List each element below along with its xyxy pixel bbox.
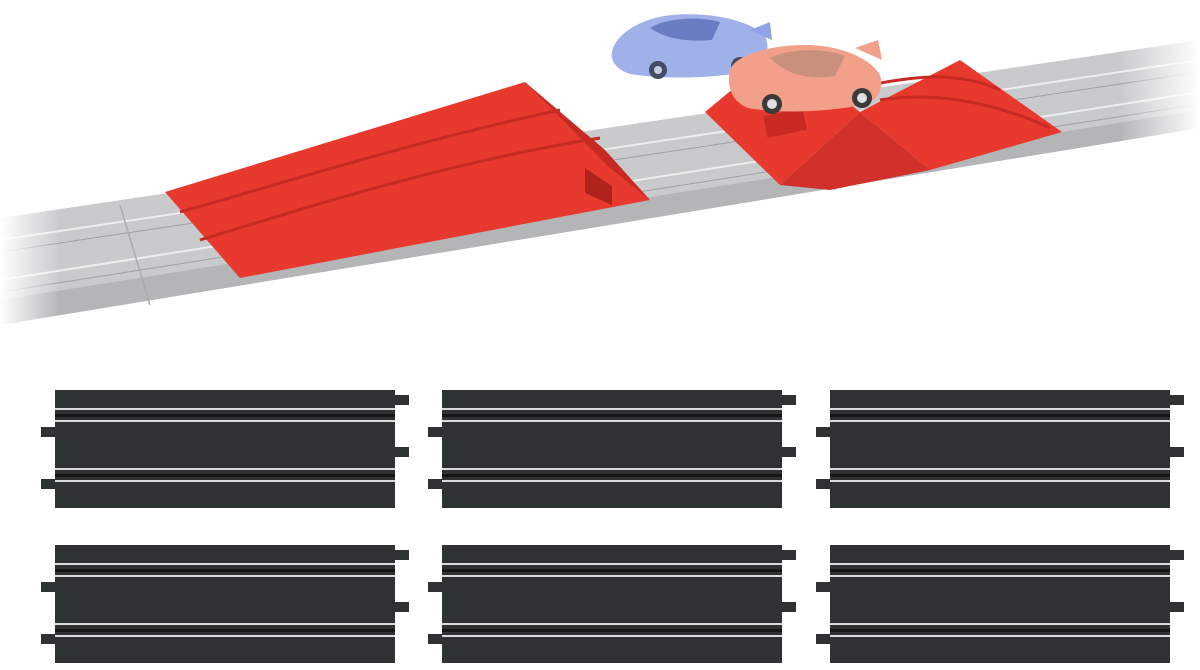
- track-pieces-grid: [0, 370, 1200, 663]
- straight-track-piece: [41, 390, 409, 508]
- straight-track-piece: [428, 390, 796, 508]
- straight-track-piece: [816, 545, 1184, 663]
- straight-track-piece: [41, 545, 409, 663]
- ramp-scene: [0, 0, 1200, 340]
- blue-car-image: [611, 14, 772, 79]
- orange-car-image: [728, 40, 882, 114]
- straight-track-piece: [816, 390, 1184, 508]
- red-ramp-left: [165, 82, 650, 278]
- straight-track-piece: [428, 545, 796, 663]
